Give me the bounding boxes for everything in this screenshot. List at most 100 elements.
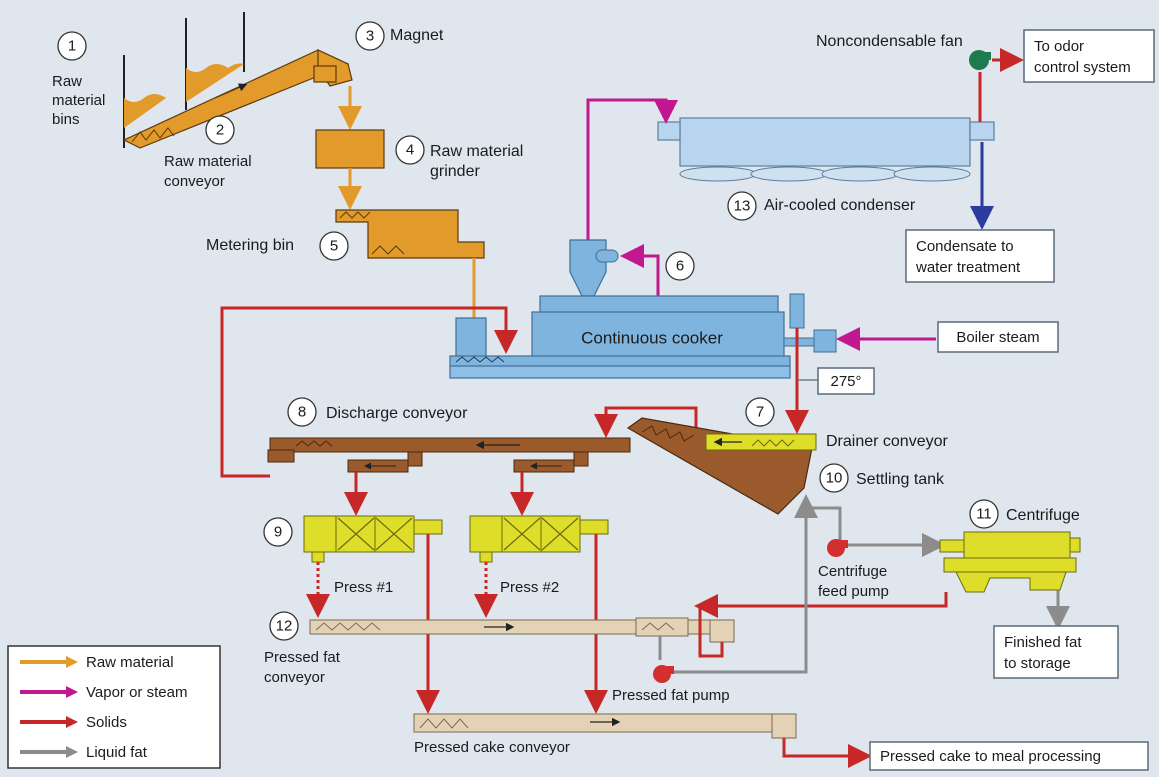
badge-12: 12	[269, 611, 299, 641]
press-1	[303, 515, 443, 563]
svg-text:water treatment: water treatment	[915, 259, 1021, 276]
label-grinder-2: grinder	[430, 163, 480, 180]
label-settling-tank: Settling tank	[856, 471, 945, 488]
flow-vapor-to-cyclone	[620, 244, 660, 296]
badge-9: 9	[263, 517, 293, 547]
svg-text:3: 3	[366, 28, 374, 45]
label-noncondensable-fan: Noncondensable fan	[816, 33, 963, 50]
svg-text:Boiler steam: Boiler steam	[956, 329, 1039, 346]
badge-1: 1	[57, 31, 87, 61]
label-raw-conveyor-1: Raw material	[164, 153, 252, 170]
box-boiler-steam: Boiler steam	[937, 321, 1059, 353]
badge-13: 13	[727, 191, 757, 221]
flow-vapor-to-condenser	[586, 98, 678, 240]
label-condenser: Air-cooled condenser	[764, 197, 916, 214]
svg-text:8: 8	[298, 404, 306, 421]
badge-11: 11	[969, 499, 999, 529]
label-cooker: Continuous cooker	[581, 329, 723, 348]
label-raw-bins-1: Raw	[52, 73, 82, 90]
settling-tank	[626, 417, 813, 515]
label-metering-bin: Metering bin	[206, 237, 294, 254]
legend-label: Raw material	[86, 654, 174, 671]
raw-material-grinder	[315, 129, 385, 169]
svg-text:To odor: To odor	[1034, 38, 1084, 55]
legend-item: Vapor or steam	[20, 684, 187, 701]
badge-2: 2	[205, 115, 235, 145]
label-press1: Press #1	[334, 579, 393, 596]
legend-item: Solids	[20, 714, 127, 731]
vapor-cyclone	[569, 239, 619, 297]
legend-label: Solids	[86, 714, 127, 731]
svg-text:4: 4	[406, 142, 414, 159]
legend-arrowhead	[66, 686, 78, 698]
svg-text:2: 2	[216, 122, 224, 139]
magnet	[313, 49, 353, 87]
equipment-labels: Raw material bins Raw material conveyor …	[52, 27, 1080, 756]
box-finished-fat: Finished fat to storage	[993, 625, 1119, 679]
legend-label: Liquid fat	[86, 744, 148, 761]
flow-recycle-solids	[220, 306, 518, 478]
raw-material-bins	[123, 12, 245, 148]
badge-10: 10	[819, 463, 849, 493]
box-odor-control: To odor control system	[1023, 29, 1155, 83]
flow-drainer-return	[594, 406, 698, 438]
label-raw-bins-3: bins	[52, 111, 80, 128]
label-pressed-cake-conveyor: Pressed cake conveyor	[414, 739, 570, 756]
svg-text:to storage: to storage	[1004, 655, 1071, 672]
label-magnet: Magnet	[390, 27, 444, 44]
label-press2: Press #2	[500, 579, 559, 596]
label-raw-conveyor-2: conveyor	[164, 173, 225, 190]
badge-6: 6	[665, 251, 695, 281]
svg-text:Pressed cake to meal processin: Pressed cake to meal processing	[880, 748, 1101, 765]
legend-arrowhead	[66, 656, 78, 668]
badge-3: 3	[355, 21, 385, 51]
label-raw-bins-2: material	[52, 92, 105, 109]
step-badges: 1 2 3 4 5 6 7 8 9 10 11 12 13	[57, 21, 999, 641]
discharge-conveyor	[267, 437, 631, 473]
svg-text:Finished fat: Finished fat	[1004, 634, 1082, 651]
badge-7: 7	[745, 397, 775, 427]
metering-bin	[335, 209, 485, 259]
svg-text:Condensate to: Condensate to	[916, 238, 1014, 255]
svg-text:275°: 275°	[830, 373, 861, 390]
flow-centrifuge-solids	[694, 592, 948, 618]
pressed-fat-conveyor	[309, 617, 735, 643]
legend-item: Liquid fat	[20, 744, 148, 761]
legend-arrowhead	[66, 746, 78, 758]
legend-item: Raw material	[20, 654, 174, 671]
centrifuge-feed-pump	[827, 539, 848, 557]
label-centrifuge-pump-2: feed pump	[818, 583, 889, 600]
badge-8: 8	[287, 397, 317, 427]
svg-text:10: 10	[826, 470, 843, 487]
label-pressed-fat-pump: Pressed fat pump	[612, 687, 730, 704]
svg-text:1: 1	[68, 38, 76, 55]
label-discharge-conveyor: Discharge conveyor	[326, 405, 468, 422]
press-2	[469, 515, 609, 563]
label-drainer-conveyor: Drainer conveyor	[826, 433, 949, 450]
badge-5: 5	[319, 231, 349, 261]
pressed-fat-pump	[653, 665, 674, 683]
box-meal-processing: Pressed cake to meal processing	[869, 741, 1149, 771]
svg-text:9: 9	[274, 524, 282, 541]
flow-cake-to-meal	[782, 738, 872, 768]
air-cooled-condenser	[657, 117, 995, 182]
badge-4: 4	[395, 135, 425, 165]
flow-settling-to-pump	[808, 506, 842, 544]
legend-arrowhead	[66, 716, 78, 728]
flow-fat-pump-to-settling	[658, 500, 806, 674]
label-pressed-fat-conveyor-2: conveyor	[264, 669, 325, 686]
drainer-conveyor	[705, 433, 817, 451]
pressed-cake-conveyor	[413, 713, 797, 739]
svg-text:control system: control system	[1034, 59, 1131, 76]
noncondensable-fan	[969, 50, 991, 70]
temperature-indicator: 275°	[798, 367, 875, 395]
svg-text:7: 7	[756, 404, 764, 421]
label-grinder-1: Raw material	[430, 143, 523, 160]
box-condensate: Condensate to water treatment	[905, 229, 1055, 283]
legend-label: Vapor or steam	[86, 684, 187, 701]
svg-text:12: 12	[276, 618, 293, 635]
continuous-cooker	[449, 293, 837, 379]
